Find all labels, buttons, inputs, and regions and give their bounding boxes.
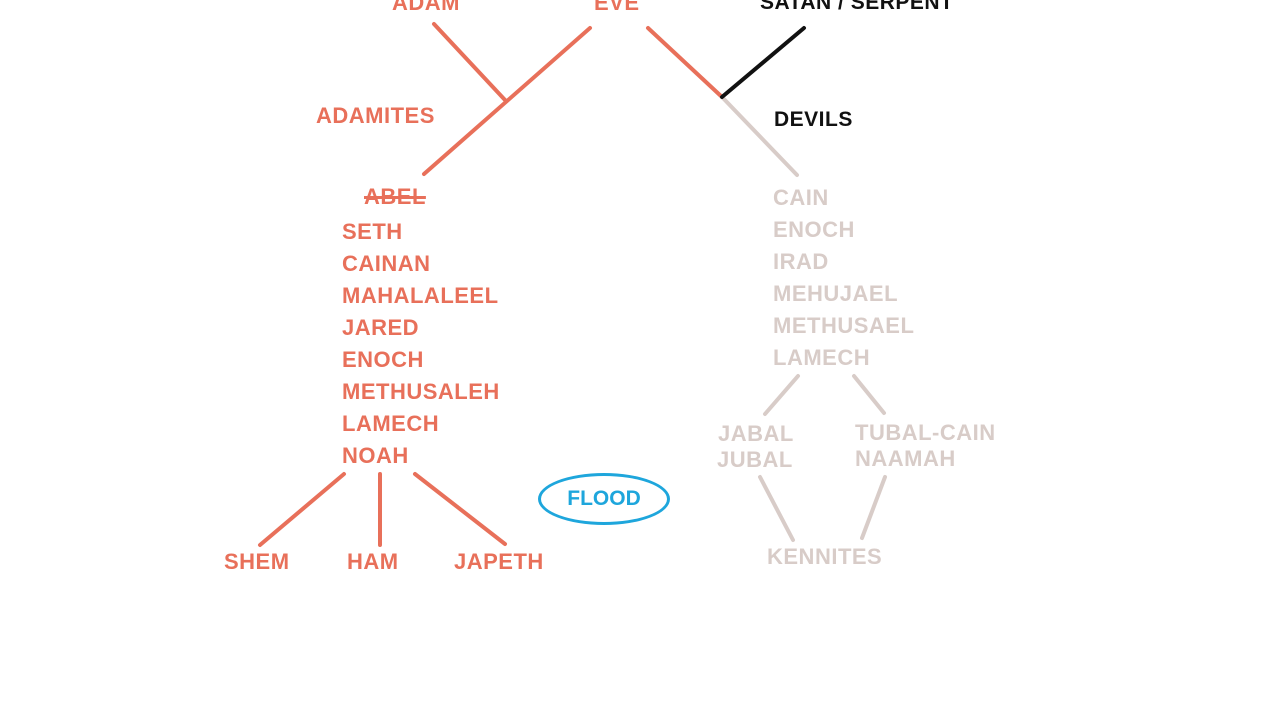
eve-label: EVE — [594, 0, 640, 15]
flood-badge: FLOOD — [538, 473, 670, 525]
tubal-cain-label: TUBAL-CAIN — [855, 420, 996, 445]
satan-serpent-label: SATAN / SERPENT — [760, 0, 954, 14]
list-item: LAMECH — [773, 345, 871, 370]
cain-lineage-list: CAIN ENOCH IRAD MEHUJAEL METHUSAEL LAMEC… — [773, 182, 914, 374]
list-item: JARED — [342, 315, 420, 340]
shem-label: SHEM — [224, 549, 290, 574]
list-item: METHUSAEL — [773, 313, 915, 338]
jabal-label: JABAL — [718, 421, 794, 446]
adam-connector — [432, 22, 507, 102]
list-item: CAIN — [773, 185, 829, 210]
noah-japeth-connector — [413, 472, 507, 546]
eve-seth-connector — [422, 26, 592, 176]
abel-label: ABEL — [364, 184, 426, 209]
satan-connector — [720, 26, 806, 99]
list-item: LAMECH — [342, 411, 440, 436]
eve-cain-connector-grey — [720, 95, 799, 177]
kennites-label: KENNITES — [767, 544, 883, 569]
flood-label: FLOOD — [567, 487, 641, 510]
list-item: ENOCH — [773, 217, 855, 242]
noah-shem-connector — [258, 472, 346, 547]
list-item: METHUSALEH — [342, 379, 500, 404]
naamah-kennites-connector — [860, 475, 887, 540]
jubal-label: JUBAL — [717, 447, 793, 472]
lamech-jabal-connector — [763, 374, 800, 416]
seth-lineage-list: SETH CAINAN MAHALALEEL JARED ENOCH METHU… — [342, 216, 500, 472]
list-item: NOAH — [342, 443, 409, 468]
list-item: ENOCH — [342, 347, 424, 372]
jubal-kennites-connector — [758, 475, 795, 542]
list-item: MAHALALEEL — [342, 283, 499, 308]
japeth-label: JAPETH — [454, 549, 544, 574]
adam-label: ADAM — [392, 0, 460, 15]
ham-label: HAM — [347, 549, 399, 574]
adamites-label: ADAMITES — [316, 103, 435, 128]
eve-cain-connector-red — [646, 26, 724, 99]
lamech-tubal-connector — [852, 374, 886, 415]
list-item: CAINAN — [342, 251, 431, 276]
list-item: SETH — [342, 219, 403, 244]
list-item: IRAD — [773, 249, 829, 274]
naamah-label: NAAMAH — [855, 446, 956, 471]
list-item: MEHUJAEL — [773, 281, 899, 306]
devils-label: DEVILS — [774, 108, 853, 131]
